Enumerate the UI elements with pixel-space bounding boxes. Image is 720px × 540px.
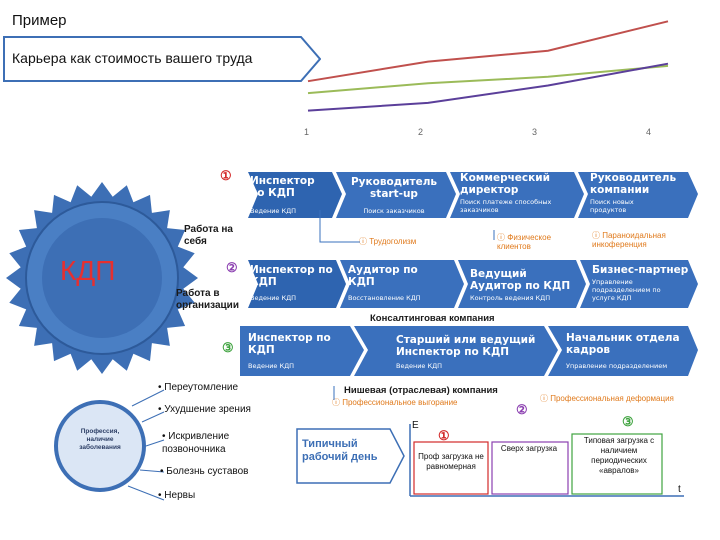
row2-card2-title: Аудитор по КДП	[348, 264, 418, 288]
page-title: Пример	[12, 12, 67, 29]
disease-item-3: • Искривление позвоночника	[162, 431, 230, 455]
workday-chart	[409, 424, 684, 497]
row1-card1-title: Инспектор по КДП	[250, 175, 315, 199]
workday-num-1: ①	[438, 428, 450, 443]
row3-card1-sub: Ведение КДП	[248, 362, 295, 370]
chart-series-group	[307, 20, 669, 112]
x-tick-4: 4	[646, 127, 652, 137]
workday-num-2: ②	[516, 402, 528, 417]
row2-card4-sub: Управление подразделением по услуге КДП	[592, 278, 661, 302]
branch-number-2: ②	[226, 260, 238, 275]
row3-note-deformation: ⓘ Профессиональная деформация	[540, 394, 674, 403]
row2-card3-sub: Контроль ведения КДП	[470, 294, 551, 302]
row1-card2-sub: Поиск заказчиков	[363, 207, 425, 215]
row1-note-workaholism: ⓘ Трудоголизм	[359, 237, 417, 246]
row3-note-burnout: ⓘ Профессиональное выгорание	[332, 398, 458, 407]
chart-series-line-3	[307, 62, 669, 112]
subtitle: Карьера как стоимость вашего труда	[12, 50, 253, 66]
kdp-rosette	[6, 182, 198, 374]
disease-item-5: • Нервы	[158, 490, 196, 501]
row1-note-paranoid: ⓘ Параноидальная инкоференция	[592, 231, 666, 249]
workday-box-3: Типовая загрузка с наличием периодически…	[583, 436, 655, 475]
row2-card1-sub: Ведение КДП	[250, 294, 297, 302]
career-chart	[307, 20, 669, 112]
disease-item-1: • Переутомление	[158, 382, 239, 393]
row3-caption: Нишевая (отраслевая) компания	[344, 385, 498, 396]
disease-connectors	[54, 389, 165, 501]
disease-center-label: Профессия, наличие заболевания	[79, 428, 121, 451]
x-tick-2: 2	[418, 127, 424, 137]
career-paths	[240, 172, 698, 376]
row2-card3-title: Ведущий Аудитор по КДП	[470, 268, 571, 292]
row3-card3-sub: Управление подразделением	[566, 362, 668, 370]
row2-card2-sub: Восстановление КДП	[348, 294, 421, 302]
workday-label-box	[296, 428, 405, 484]
chart-series-line-1	[307, 20, 669, 83]
row3-card3-title: Начальник отдела кадров	[566, 332, 680, 356]
row3-card2-title: Старший или ведущий Инспектор по КДП	[396, 334, 536, 358]
branch-number-1: ①	[220, 168, 232, 183]
row3-card1-title: Инспектор по КДП	[248, 332, 331, 356]
branch-number-3: ③	[222, 340, 234, 355]
subtitle-box	[3, 36, 321, 82]
branch-self-label: Работа на себя	[184, 224, 233, 247]
rosette-label: КДП	[60, 255, 116, 286]
workday-num-3: ③	[622, 414, 634, 429]
workday-box-1: Проф загрузка не равномерная	[418, 452, 484, 471]
row1-card4-title: Руководитель компании	[590, 172, 677, 196]
row2-card1-title: Инспектор по КДП	[250, 264, 333, 288]
disease-item-4: • Болезнь суставов	[160, 466, 249, 477]
workday-axis-t: t	[678, 484, 681, 495]
row1-card4-sub: Поиск новых продуктов	[590, 198, 634, 214]
x-tick-3: 3	[532, 127, 538, 137]
row2-caption: Консалтинговая компания	[370, 313, 495, 324]
workday-axis-e: E	[412, 420, 419, 431]
row1-note-clients: ⓘ Физическое клиентов	[497, 233, 552, 251]
row1-card3-sub: Поиск платеже способных заказчиков	[460, 198, 552, 214]
row1-card1-sub: Ведение КДП	[250, 207, 297, 215]
connectors	[319, 210, 495, 400]
workday-box-2: Сверх загрузка	[500, 444, 558, 453]
disease-item-2: • Ухудшение зрения	[158, 404, 251, 415]
workday-label: Типичный рабочий день	[302, 438, 378, 463]
row2-card4-title: Бизнес-партнер	[592, 264, 689, 276]
row1-card2-title: Руководитель start-up	[350, 176, 438, 200]
row1-card3-title: Коммерческий директор	[460, 172, 550, 196]
branch-org-label: Работа в организации	[176, 288, 239, 311]
x-tick-1: 1	[304, 127, 310, 137]
chart-series-line-2	[307, 64, 669, 95]
row3-card2-sub: Ведение КДП	[396, 362, 443, 370]
